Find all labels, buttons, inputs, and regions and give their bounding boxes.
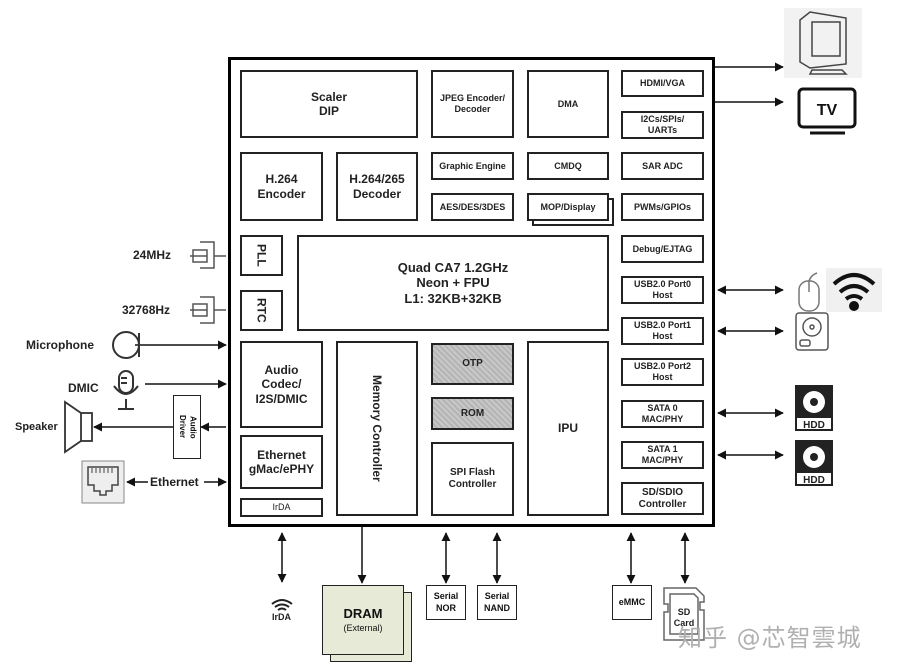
block-h264-encoder: H.264 Encoder — [240, 152, 323, 221]
sd-card-label: SD — [678, 607, 691, 617]
wifi-icon — [826, 268, 882, 312]
block-memory-controller: Memory Controller — [336, 341, 418, 516]
watermark-text: 知乎 @芯智雲城 — [678, 624, 862, 652]
label-irda-ext: IrDA — [272, 612, 292, 622]
block-otp: OTP — [431, 343, 514, 385]
block-audio-codec: Audio Codec/ I2S/DMIC — [240, 341, 323, 428]
block-debug-ejtag: Debug/EJTAG — [621, 235, 704, 263]
block-emmc: eMMC — [612, 585, 652, 620]
block-sd-sdio: SD/SDIO Controller — [621, 482, 704, 515]
label-dmic: DMIC — [68, 381, 99, 395]
crystal-24mhz-icon — [190, 241, 226, 269]
label-32768hz: 32768Hz — [122, 303, 171, 317]
sd-card-icon — [663, 587, 705, 641]
block-graphic-engine: Graphic Engine — [431, 152, 514, 180]
block-jpeg-codec: JPEG Encoder/ Decoder — [431, 70, 514, 138]
label-microphone: Microphone — [26, 338, 94, 352]
tv-icon: TV — [797, 87, 857, 135]
block-sar-adc: SAR ADC — [621, 152, 704, 180]
svg-text:TV: TV — [817, 102, 838, 119]
dram-label: DRAM — [343, 605, 383, 621]
block-usb-port1: USB2.0 Port1 Host — [621, 317, 704, 345]
speaker-icon — [64, 400, 93, 454]
block-usb-port2: USB2.0 Port2 Host — [621, 358, 704, 386]
block-h265-decoder: H.264/265 Decoder — [336, 152, 418, 221]
crt-monitor-icon — [784, 8, 862, 78]
block-pll: PLL — [240, 235, 283, 276]
hard-disk-icon — [795, 312, 829, 351]
svg-text:HDD: HDD — [803, 475, 825, 486]
block-pwm-gpio: PWMs/GPIOs — [621, 193, 704, 221]
block-hdmi-vga: HDMI/VGA — [621, 70, 704, 97]
hdd-icon-sata1: HDD — [795, 440, 833, 486]
block-ethernet-mac: Ethernet gMac/ePHY — [240, 435, 323, 489]
label-24mhz: 24MHz — [133, 248, 172, 262]
label-ethernet: Ethernet — [150, 475, 199, 489]
microphone-icon — [112, 331, 140, 359]
ethernet-port-icon — [81, 460, 125, 504]
sd-card-label-2: Card — [674, 618, 695, 628]
block-spi-flash: SPI Flash Controller — [431, 442, 514, 516]
label-speaker: Speaker — [15, 421, 58, 433]
irda-wireless-icon — [271, 599, 293, 611]
mouse-icon — [798, 272, 820, 312]
block-serial-nand: Serial NAND — [477, 585, 517, 620]
block-irda: IrDA — [240, 498, 323, 517]
dram-sublabel: (External) — [343, 622, 383, 633]
block-dram: DRAM (External) — [322, 585, 404, 655]
block-usb-port0: USB2.0 Port0 Host — [621, 276, 704, 304]
block-cpu: Quad CA7 1.2GHz Neon + FPU L1: 32KB+32KB — [297, 235, 609, 331]
hdd-icon-sata0: HDD — [795, 385, 833, 431]
block-serial-nor: Serial NOR — [426, 585, 466, 620]
svg-text:HDD: HDD — [803, 420, 825, 431]
crystal-32768hz-icon — [190, 296, 226, 324]
block-mop-display: MOP/Display — [527, 193, 609, 221]
block-aes-des: AES/DES/3DES — [431, 193, 514, 221]
block-cmdq: CMDQ — [527, 152, 609, 180]
block-ipu: IPU — [527, 341, 609, 516]
block-sata1: SATA 1 MAC/PHY — [621, 441, 704, 469]
block-i2c-spi-uart: I2Cs/SPIs/ UARTs — [621, 111, 704, 139]
dmic-icon — [113, 370, 139, 410]
block-scaler-dip: Scaler DIP — [240, 70, 418, 138]
block-dma: DMA — [527, 70, 609, 138]
block-sata0: SATA 0 MAC/PHY — [621, 400, 704, 428]
block-rtc: RTC — [240, 290, 283, 331]
block-rom: ROM — [431, 397, 514, 430]
